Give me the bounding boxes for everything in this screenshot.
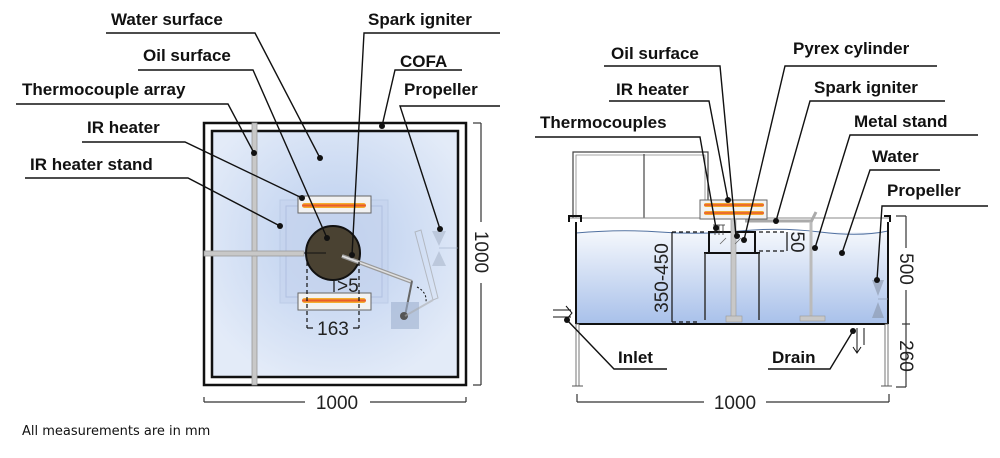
leader-dot — [317, 155, 323, 161]
label-spark-igniter-side: Spark igniter — [814, 78, 918, 97]
top-view: 163 >5 1000 1000 Water surface Oil surfa… — [16, 10, 500, 414]
label-pyrex-cylinder: Pyrex cylinder — [793, 39, 910, 58]
gap-label: >5 — [337, 276, 359, 297]
leader-cofa — [381, 69, 462, 127]
leader-dot — [349, 252, 355, 258]
leader-dot — [277, 223, 283, 229]
stand-foot — [725, 315, 743, 323]
leader-dot — [324, 235, 330, 241]
label-inlet: Inlet — [618, 348, 653, 367]
glass-glint — [719, 237, 727, 245]
leader-pyrex-cylinder — [743, 65, 937, 241]
propeller-top — [404, 229, 458, 317]
top-height-dimension — [473, 122, 482, 386]
water-depth-dimension — [671, 231, 706, 323]
heater-frame-inner — [575, 154, 706, 218]
label-propeller-side: Propeller — [887, 181, 961, 200]
tank-height-dimension — [896, 215, 910, 388]
label-thermocouples: Thermocouples — [540, 113, 667, 132]
label-drain: Drain — [772, 348, 815, 367]
leader-oil-surface — [138, 69, 328, 239]
leader-propeller-top — [399, 105, 500, 230]
leader-spark-igniter-side — [775, 100, 945, 222]
measurement-units-caption: All measurements are in mm — [22, 424, 211, 439]
leader-dot — [379, 123, 385, 129]
rotation-arc — [416, 286, 427, 303]
label-water: Water — [872, 147, 919, 166]
leader-dot — [839, 250, 845, 256]
label-ir-heater: IR heater — [87, 118, 160, 137]
leader-drain — [768, 330, 854, 370]
leader-spark-igniter — [351, 32, 500, 256]
leader-propeller-side — [876, 205, 988, 281]
label-propeller-top: Propeller — [404, 80, 478, 99]
leader-dot — [564, 317, 570, 323]
leader-dot — [734, 233, 740, 239]
ir-heater-bottom — [297, 292, 372, 311]
side-width-label: 1000 — [714, 393, 756, 414]
label-ir-heater-stand: IR heater stand — [30, 155, 153, 174]
rim-clip-left — [568, 215, 582, 222]
heater-frame — [572, 151, 709, 218]
ir-heater-top — [297, 195, 372, 214]
leader-dot — [713, 225, 719, 231]
tank-height-label: 500 — [895, 253, 916, 285]
label-ir-heater-side: IR heater — [616, 80, 689, 99]
label-thermocouple-array: Thermocouple array — [22, 80, 186, 99]
rim-clip-right — [884, 215, 891, 222]
leader-ir-heater — [82, 141, 303, 199]
top-height-label: 1000 — [470, 231, 491, 273]
glass-glint — [734, 237, 742, 245]
leader-thermocouple-array — [16, 103, 255, 154]
propeller-side — [872, 280, 888, 318]
leader-metal-stand — [814, 134, 978, 249]
leader-dot — [741, 237, 747, 243]
side-width-dimension — [576, 394, 890, 403]
leg-height-label: 260 — [895, 340, 916, 372]
label-oil-surface: Oil surface — [143, 46, 231, 65]
metal-stand-foot — [799, 315, 826, 322]
inlet-arrow — [553, 305, 573, 321]
leader-dot — [874, 277, 880, 283]
cylinder-height-label: 50 — [786, 231, 807, 252]
leader-dot — [773, 218, 779, 224]
leader-dot — [850, 328, 856, 334]
igniter-pivot — [400, 312, 408, 320]
leg-right — [884, 323, 889, 387]
igniter-tip — [809, 211, 818, 223]
thermocouple-array-arm — [203, 250, 305, 257]
pool-diameter-dimension — [306, 262, 360, 329]
side-view: 350-450 50 500 260 1000 Oil surface IR h… — [535, 39, 988, 414]
leader-thermocouples — [535, 136, 717, 229]
label-water-surface: Water surface — [111, 10, 223, 29]
leg-left — [575, 323, 580, 387]
leader-dot — [437, 226, 443, 232]
top-width-label: 1000 — [316, 393, 358, 414]
label-metal-stand: Metal stand — [854, 112, 948, 131]
leader-ir-heater-side — [609, 100, 729, 201]
leader-inlet — [566, 319, 667, 370]
label-cofa: COFA — [400, 52, 447, 71]
leader-ir-heater-stand — [25, 177, 281, 227]
leader-dot — [725, 197, 731, 203]
drain-arrow — [852, 328, 865, 354]
leader-water-surface — [106, 32, 321, 159]
top-width-dimension — [203, 397, 467, 403]
leader-dot — [299, 195, 305, 201]
leader-oil-surface-side — [604, 65, 737, 237]
cylinder-height-dimension — [759, 231, 788, 252]
leader-dot — [812, 245, 818, 251]
leader-water — [841, 169, 940, 254]
water-depth-label: 350-450 — [652, 243, 673, 313]
label-oil-surface-side: Oil surface — [611, 44, 699, 63]
pool-diameter-label: 163 — [317, 319, 349, 340]
label-spark-igniter: Spark igniter — [368, 10, 472, 29]
leader-dot — [251, 150, 257, 156]
